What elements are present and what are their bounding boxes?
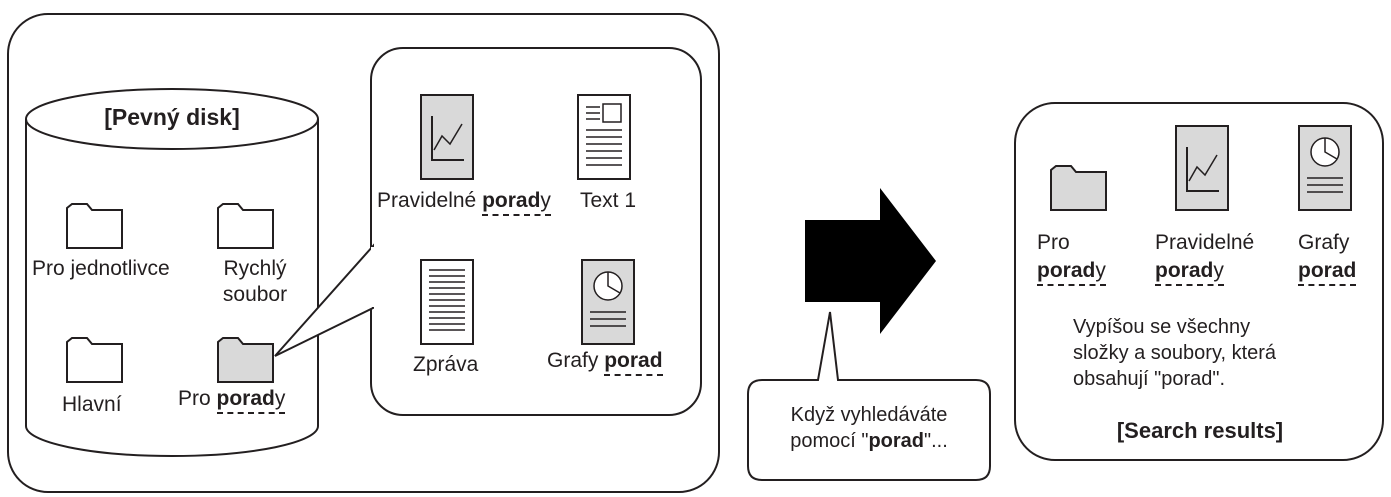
search-bubble-text: Když vyhledáváte pomocí "porad"... bbox=[790, 404, 948, 452]
search-bubble bbox=[747, 311, 991, 481]
result-item-label: Pravidelné porady bbox=[1155, 230, 1254, 286]
result-item-label: Grafy porad bbox=[1298, 230, 1357, 286]
text-document-icon bbox=[577, 94, 631, 180]
file-label-match: Grafy porad bbox=[547, 348, 663, 376]
pie-document-icon bbox=[581, 259, 635, 345]
chart-document-icon bbox=[420, 94, 474, 180]
arrow-icon bbox=[805, 188, 936, 334]
pie-document-icon bbox=[1298, 125, 1352, 211]
file-label: Text 1 bbox=[580, 189, 637, 212]
results-description: Vypíšou se všechny složky a soubory, kte… bbox=[1073, 316, 1277, 390]
folder-label: Rychlý soubor bbox=[222, 257, 288, 306]
file-label-match: Pravidelné porady bbox=[377, 188, 551, 216]
folder-label: Hlavní bbox=[62, 393, 122, 416]
chart-document-icon bbox=[1175, 125, 1229, 211]
result-item-label: Pro porady bbox=[1037, 230, 1106, 286]
folder-icon bbox=[66, 337, 123, 383]
folder-label: Pro jednotlivce bbox=[32, 257, 170, 280]
disk-top bbox=[25, 88, 319, 150]
folder-icon bbox=[66, 203, 123, 249]
folder-icon bbox=[217, 203, 274, 249]
folder-icon bbox=[1050, 165, 1107, 211]
disk-title: [Pevný disk] bbox=[104, 104, 240, 130]
file-label: Zpráva bbox=[413, 353, 479, 376]
results-title: [Search results] bbox=[1116, 418, 1284, 443]
folder-label-match: Pro porady bbox=[178, 386, 286, 414]
lined-document-icon bbox=[420, 259, 474, 345]
folder-icon-highlighted bbox=[217, 337, 274, 383]
